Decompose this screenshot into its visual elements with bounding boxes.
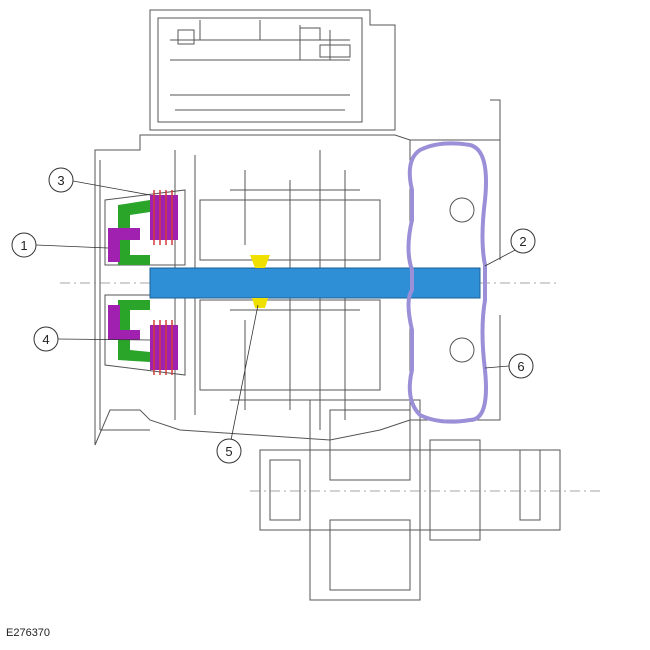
callout-5: 5 <box>216 438 242 464</box>
callout-2: 2 <box>510 228 536 254</box>
clutch-piston-green-upper <box>118 200 150 265</box>
stator-upper <box>449 197 475 223</box>
svg-text:4: 4 <box>42 332 49 347</box>
torque-converter-outline <box>406 141 488 424</box>
clutch-piston-green-lower <box>118 300 150 362</box>
figure-reference-code: E276370 <box>6 627 51 639</box>
svg-text:2: 2 <box>519 234 526 249</box>
friction-plates-lower <box>153 320 173 375</box>
svg-text:1: 1 <box>20 238 27 253</box>
svg-text:6: 6 <box>517 359 524 374</box>
differential-housing <box>259 399 561 601</box>
clutch-piston-magenta-lower <box>108 305 140 340</box>
svg-text:5: 5 <box>225 444 232 459</box>
callout-6: 6 <box>508 353 534 379</box>
stator-lower <box>449 337 475 363</box>
callout-3: 3 <box>48 167 74 193</box>
svg-text:3: 3 <box>57 173 64 188</box>
clutch-piston-magenta-upper <box>108 228 140 262</box>
thrust-bearing-lower <box>252 298 268 308</box>
upper-valve-body <box>149 9 396 131</box>
thrust-bearing-upper <box>250 255 270 268</box>
callout-1: 1 <box>11 232 37 258</box>
input-shaft <box>149 267 481 299</box>
callout-4: 4 <box>33 326 59 352</box>
friction-plates-upper <box>153 190 173 245</box>
